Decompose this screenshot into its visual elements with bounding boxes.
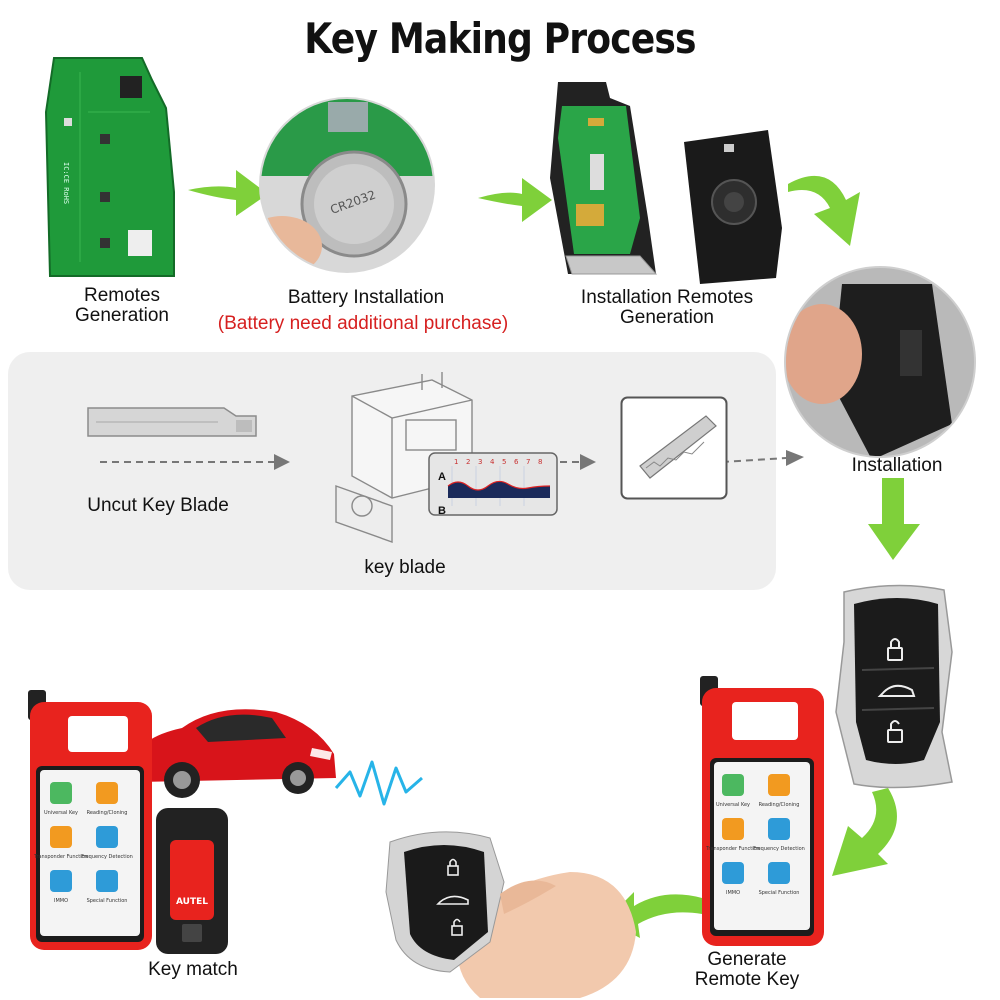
- battery-purchase-note: (Battery need additional purchase): [217, 313, 509, 334]
- lock-icon: [447, 858, 459, 876]
- unlock-icon: [887, 720, 903, 743]
- chart-number-3: 3: [478, 458, 482, 466]
- arrow-to-battery: [188, 170, 268, 216]
- chart-number-6: 6: [514, 458, 519, 466]
- tile-immo: IMMO: [54, 898, 68, 904]
- tile-transponder-function: Transponder Function: [705, 846, 760, 852]
- page-title: Key Making Process: [304, 14, 696, 63]
- tile-special-function: Special Function: [759, 890, 800, 896]
- battery-installation-image: CR2032: [259, 97, 435, 273]
- remote-in-hand-image: [385, 831, 636, 998]
- chart-number-4: 4: [490, 458, 495, 466]
- remote-back-cover-image: [684, 130, 782, 284]
- smart-key-remote-image: [835, 584, 953, 789]
- unlock-icon: [451, 918, 463, 936]
- trunk-icon: [877, 684, 916, 697]
- red-car-image: [134, 709, 336, 798]
- dashed-flow-arrows: [100, 450, 804, 470]
- programmer-device-left: Universal Key Reading/Cloning Transponde…: [28, 690, 152, 950]
- wireless-signal-icon: [334, 760, 423, 806]
- remote-shell-pcb-image: [550, 82, 658, 275]
- chart-number-2: 2: [466, 458, 470, 466]
- curved-arrow-to-device: [832, 788, 897, 876]
- tile-reading-cloning: Reading/Cloning: [87, 810, 128, 816]
- tile-special-function: Special Function: [87, 898, 128, 904]
- label-key-blade: key blade: [364, 557, 446, 578]
- label-remotes-generation: Remotes Generation: [74, 285, 169, 326]
- label-installation-remotes-generation: Installation Remotes Generation: [580, 287, 754, 328]
- uncut-key-blade-image: [87, 407, 257, 437]
- trunk-icon: [436, 895, 469, 905]
- arrow-to-smart-key: [868, 478, 920, 560]
- chart-number-7: 7: [526, 458, 530, 466]
- tile-transponder-function: Transponder Function: [33, 854, 88, 860]
- tile-universal-key: Universal Key: [44, 810, 78, 816]
- tile-reading-cloning: Reading/Cloning: [759, 802, 800, 808]
- arrow-to-remote-shell: [478, 178, 552, 222]
- tile-immo: IMMO: [726, 890, 740, 896]
- cut-key-blade-image: [620, 396, 728, 500]
- chart-row-a: A: [438, 471, 446, 483]
- tile-frequency-detection: Frequency Detection: [81, 854, 133, 860]
- tile-universal-key: Universal Key: [716, 802, 750, 808]
- label-generate-remote-key: Generate Remote Key: [694, 949, 800, 990]
- label-uncut-key-blade: Uncut Key Blade: [87, 495, 229, 516]
- curved-arrow-to-installation: [788, 175, 860, 246]
- chart-number-8: 8: [538, 458, 542, 466]
- tile-frequency-detection: Frequency Detection: [753, 846, 805, 852]
- pcb-board-image: IC:CE RoHS: [44, 57, 175, 277]
- programmer-device-right: Universal Key Reading/Cloning Transponde…: [700, 676, 824, 946]
- installation-closeup-image: [784, 266, 976, 458]
- chart-number-1: 1: [454, 458, 458, 466]
- label-battery-installation: Battery Installation: [287, 287, 445, 308]
- chart-number-5: 5: [502, 458, 506, 466]
- lock-icon: [887, 638, 903, 661]
- label-key-match: Key match: [148, 959, 238, 980]
- label-installation: Installation: [851, 455, 943, 476]
- svg-text:IC:CE RoHS: IC:CE RoHS: [62, 162, 70, 204]
- obd-dongle-image: AUTEL: [156, 808, 228, 954]
- blade-cut-chart: 1 2 3 4 5 6 7 8 A B: [428, 452, 558, 516]
- obd-brand-text: AUTEL: [176, 897, 208, 907]
- chart-row-b: B: [438, 505, 446, 516]
